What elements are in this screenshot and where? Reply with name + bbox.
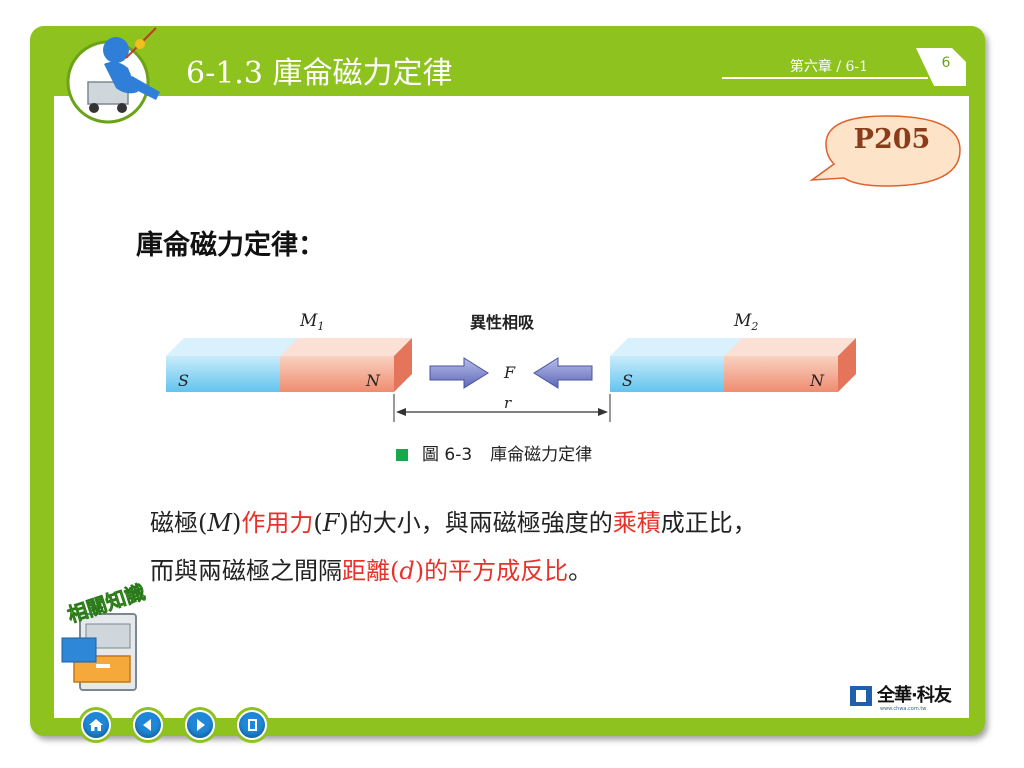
force-arrow-right [429,357,489,389]
magnet-2-n-pole: N [809,371,825,390]
page-ref-text: P205 [853,124,931,155]
magnet-1 [166,338,412,392]
home-icon [89,719,103,731]
caption-marker [396,449,408,461]
distance-label: r [504,394,512,412]
previous-button[interactable] [130,707,166,743]
magnet-2 [610,338,856,392]
magnet-2-s-pole: S [622,371,633,390]
publisher-logo-text: 全華·科友 [877,685,952,706]
force-arrow-left [533,357,593,389]
figure-caption: 圖 6-3 庫侖磁力定律 [396,440,592,465]
arrow-right-icon [197,719,205,731]
page-ref-callout [809,115,961,187]
magnet-figure: M1 S N M2 S N 異性相吸 F r [166,311,856,422]
magnet-1-n-pole: N [365,371,381,390]
publisher-logo-url: www.chwa.com.tw [880,706,927,712]
exit-door-icon [248,719,257,731]
body-line-1: 磁極(M)作用力(F)的大小，與兩磁極強度的乘積成正比， [150,509,757,537]
arrow-left-icon [143,719,151,731]
next-button[interactable] [182,707,218,743]
caption-number: 圖 6-3 [422,445,473,465]
magnet-2-label: M2 [733,311,758,333]
caption-title: 庫侖磁力定律 [490,445,593,465]
mascot-icon [66,27,160,124]
exit-button[interactable] [234,707,270,743]
section-heading: 庫侖磁力定律： [136,230,325,261]
chapter-label: 第六章 / 6-1 [789,59,869,75]
chapter-tab [722,48,966,86]
body-line-2: 而與兩磁極之間隔距離(d)的平方成反比。 [150,557,593,585]
magnet-1-label: M1 [299,311,324,333]
related-knowledge-button[interactable]: 相關知識 [56,574,186,694]
page-title: 6-1.3 庫侖磁力定律 [186,56,453,91]
content-area [54,96,969,718]
publisher-logo [850,686,872,706]
page-number: 6 [941,55,951,71]
attraction-label: 異性相吸 [470,313,535,332]
force-label: F [503,363,516,382]
home-button[interactable] [78,707,114,743]
magnet-1-s-pole: S [178,371,189,390]
